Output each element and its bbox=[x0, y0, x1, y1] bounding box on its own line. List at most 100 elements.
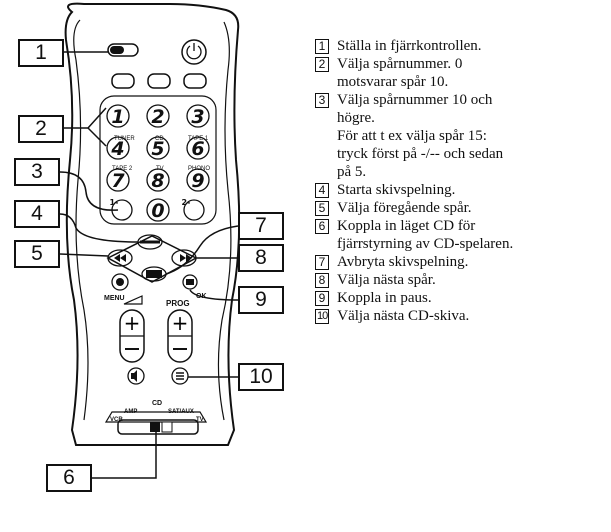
legend-text: Ställa in fjärrkontrollen. bbox=[337, 38, 482, 54]
legend-item-10: 10 Välja nästa CD-skiva. bbox=[315, 307, 611, 325]
remote-right-groove bbox=[217, 21, 232, 421]
power-icon[interactable] bbox=[181, 39, 207, 65]
legend-item-6: 6 Koppla in läget CD för bbox=[315, 217, 611, 235]
legend-number: 8 bbox=[315, 273, 329, 288]
input-select-button[interactable] bbox=[111, 73, 135, 89]
legend-item-1: 1 Ställa in fjärrkontrollen. bbox=[315, 37, 611, 55]
numpad-frame bbox=[99, 95, 217, 225]
legend-number: 7 bbox=[315, 255, 329, 270]
callout-10: 10 bbox=[238, 363, 284, 391]
legend-text: Välja spårnummer. 0 bbox=[337, 56, 463, 72]
digit-key-8[interactable]: 8 bbox=[146, 168, 170, 192]
leader-line-7 bbox=[165, 225, 239, 275]
leader-line-2 bbox=[64, 107, 107, 129]
mode-sat-label: SAT/AUX bbox=[168, 409, 194, 415]
mode-amp-label: AMP bbox=[124, 409, 137, 415]
svg-text:1-: 1- bbox=[110, 198, 119, 207]
svg-text:6: 6 bbox=[191, 138, 204, 160]
svg-text:4: 4 bbox=[110, 138, 124, 160]
leader-line-6 bbox=[92, 432, 157, 479]
svg-text:9: 9 bbox=[191, 170, 204, 192]
legend-continuation: tryck först på -/-- och sedan bbox=[337, 146, 504, 162]
svg-text:2: 2 bbox=[151, 106, 164, 128]
digit-key-9[interactable]: 9 bbox=[186, 168, 210, 192]
tape1-label: TAPE 1 bbox=[188, 136, 209, 142]
menu-button[interactable] bbox=[111, 273, 129, 291]
svg-text:1: 1 bbox=[111, 106, 124, 128]
legend-text: Välja föregående spår. bbox=[337, 200, 472, 216]
digit-key-5[interactable]: 5 bbox=[146, 136, 170, 160]
mode-vcr-label: VCR bbox=[110, 417, 123, 423]
legend-continuation: högre. bbox=[337, 110, 375, 126]
tape2-label: TAPE 2 bbox=[112, 166, 133, 172]
legend-continuation: fjärrstyrning av CD-spelaren. bbox=[337, 236, 514, 252]
legend-item-8: 8 Välja nästa spår. bbox=[315, 271, 611, 289]
svg-text:0: 0 bbox=[151, 200, 164, 222]
legend-number: 5 bbox=[315, 201, 329, 216]
callout-3: 3 bbox=[14, 158, 60, 186]
legend-number: 6 bbox=[315, 219, 329, 234]
digit-key-1[interactable]: 1 bbox=[106, 104, 130, 128]
mode-selector-switch[interactable] bbox=[104, 411, 208, 435]
callout-6: 6 bbox=[46, 464, 92, 492]
legend-item-7: 7 Avbryta skivspelning. bbox=[315, 253, 611, 271]
legend-number: 9 bbox=[315, 291, 329, 306]
svg-text:2-: 2- bbox=[182, 198, 191, 207]
legend-item-5: 5 Välja föregående spår. bbox=[315, 199, 611, 217]
disc-skip-button[interactable] bbox=[171, 367, 189, 385]
legend-text: Avbryta skivspelning. bbox=[337, 254, 469, 270]
legend-number: 2 bbox=[315, 57, 329, 72]
legend-text: Välja nästa CD-skiva. bbox=[337, 308, 470, 324]
legend-number: 3 bbox=[315, 93, 329, 108]
svg-text:+: + bbox=[124, 311, 141, 335]
digit-key-0[interactable]: 0 bbox=[146, 198, 170, 222]
legend-item-9: 9 Koppla in paus. bbox=[315, 289, 611, 307]
set-switch[interactable] bbox=[107, 43, 139, 57]
legend-text: Välja nästa spår. bbox=[337, 272, 436, 288]
program-rocker[interactable]: + bbox=[167, 309, 193, 363]
svg-text:3: 3 bbox=[191, 106, 204, 128]
digit-key-4[interactable]: 4 bbox=[106, 136, 130, 160]
menu-screen-button[interactable] bbox=[183, 73, 207, 89]
leader-line-5 bbox=[59, 253, 109, 257]
svg-text:7: 7 bbox=[111, 170, 125, 192]
svg-text:5: 5 bbox=[151, 138, 164, 160]
digit-key-3[interactable]: 3 bbox=[186, 104, 210, 128]
legend-number: 1 bbox=[315, 39, 329, 54]
digit-key-7[interactable]: 7 bbox=[106, 168, 130, 192]
remote-body-outline bbox=[64, 2, 241, 446]
menu-label: MENU bbox=[104, 295, 125, 302]
legend-continuation: För att t ex välja spår 15: bbox=[337, 128, 487, 144]
leader-line-3 bbox=[59, 171, 119, 211]
callout-2: 2 bbox=[18, 115, 64, 143]
legend-list: 1 Ställa in fjärrkontrollen. 2 Välja spårn… bbox=[315, 37, 611, 325]
mute-icon[interactable] bbox=[127, 367, 145, 385]
display-button[interactable] bbox=[147, 73, 171, 89]
callout-5: 5 bbox=[14, 240, 60, 268]
prog-label: PROG bbox=[166, 299, 190, 308]
legend-item-2: 2 Välja spårnummer. 0 bbox=[315, 55, 611, 73]
legend-number: 4 bbox=[315, 183, 329, 198]
legend-continuation: på 5. bbox=[337, 164, 367, 180]
legend-text: Starta skivspelning. bbox=[337, 182, 456, 198]
dash-key[interactable]: 2- bbox=[182, 198, 205, 221]
callout-9: 9 bbox=[238, 286, 284, 314]
callout-7: 7 bbox=[238, 212, 284, 240]
legend-text: Koppla in paus. bbox=[337, 290, 432, 306]
ok-button[interactable] bbox=[182, 274, 198, 290]
callout-4: 4 bbox=[14, 200, 60, 228]
cd-label: CD bbox=[155, 136, 164, 142]
digit-key-2[interactable]: 2 bbox=[146, 104, 170, 128]
volume-rocker[interactable]: + bbox=[119, 309, 145, 363]
leader-line-2b bbox=[87, 127, 107, 147]
svg-text:8: 8 bbox=[151, 170, 164, 192]
legend-text: Koppla in läget CD för bbox=[337, 218, 476, 234]
digit-key-6[interactable]: 6 bbox=[186, 136, 210, 160]
leader-line-4 bbox=[59, 213, 139, 243]
tens-key[interactable]: 1- bbox=[110, 198, 133, 221]
legend-number: 10 bbox=[315, 309, 330, 324]
volume-ramp-icon bbox=[123, 295, 143, 305]
